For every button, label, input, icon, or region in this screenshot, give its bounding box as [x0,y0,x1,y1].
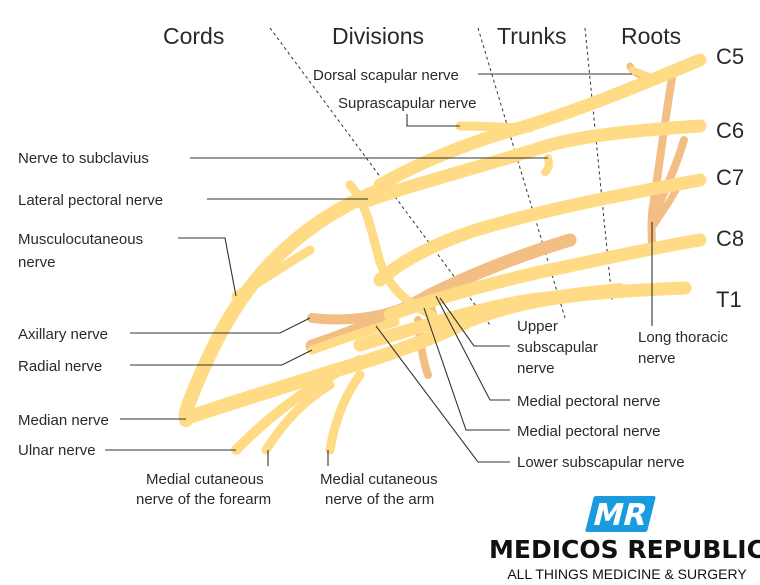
label-upper-subscapular-line2: subscapular [517,339,598,356]
leader-medial-pectoral-b [423,307,510,431]
label-long-thoracic-line1: Long thoracic [638,329,729,346]
label-dorsal-scapular: Dorsal scapular nerve [313,67,459,84]
logo-brand-name: MEDICOS REPUBLIC [489,535,760,564]
med-cut-forearm-branch [261,380,335,455]
leader-medial-pectoral-a [435,295,510,401]
logo-mark-letters: MR [589,498,651,532]
label-radial: Radial nerve [18,358,102,375]
leader-lower-subscapular [375,325,510,463]
divider-cords-divisions [269,27,491,326]
logo-mark-shape [585,496,656,532]
ulnar-branch [231,355,365,455]
label-lateral-pectoral: Lateral pectoral nerve [18,192,163,209]
label-lower-subscapular: Lower subscapular nerve [517,454,685,471]
header-roots: Roots [621,23,681,49]
label-ulnar: Ulnar nerve [18,442,96,459]
lateral-cord [178,183,387,427]
root-label-c7: C7 [716,165,744,190]
label-medial-pectoral-a: Medial pectoral nerve [517,393,660,410]
label-nerve-to-subclavius: Nerve to subclavius [18,150,149,167]
logo-tagline: ALL THINGS MEDICINE & SURGERY [507,566,747,582]
leader-suprascapular [406,114,460,127]
leader-lines [105,73,653,466]
root-label-t1: T1 [716,287,742,312]
radial-branch [307,317,400,355]
subclavius-branch [541,154,553,176]
label-musculocutaneous-line2: nerve [18,254,56,271]
leader-musculocutaneous [178,237,237,297]
musculocutaneous-branch [231,245,315,301]
label-upper-subscapular-line1: Upper [517,318,558,335]
leader-axillary [130,317,311,334]
root-label-c5: C5 [716,44,744,69]
long-thoracic-root-3 [650,186,680,229]
root-label-c8: C8 [716,226,744,251]
label-med-cut-forearm-line2: nerve of the forearm [136,491,271,508]
label-long-thoracic-line2: nerve [638,350,676,367]
leader-upper-subscapular [439,297,510,347]
root-c7 [373,173,707,287]
medial-cord [179,283,627,425]
label-median: Median nerve [18,412,109,429]
label-medial-pectoral-b: Medial pectoral nerve [517,423,660,440]
label-axillary: Axillary nerve [18,326,108,343]
label-med-cut-arm-line2: nerve of the arm [325,491,434,508]
logo-mark: MR [585,496,656,533]
leader-radial [130,349,313,366]
label-med-cut-forearm-line1: Medial cutaneous [146,471,264,488]
label-musculocutaneous-line1: Musculocutaneous [18,231,143,248]
label-upper-subscapular-line3: nerve [517,360,555,377]
root-c8 [383,233,707,322]
header-trunks: Trunks [497,23,566,49]
suprascapular-branch [455,121,535,133]
root-c6 [363,119,707,207]
anterior-nerves [178,53,707,455]
header-divisions: Divisions [332,23,424,49]
root-label-c6: C6 [716,118,744,143]
header-cords: Cords [163,23,224,49]
dorsal-scapular-tip [628,66,652,80]
lateral-pectoral-loop [345,180,437,320]
label-suprascapular: Suprascapular nerve [338,95,476,112]
label-med-cut-arm-line1: Medial cutaneous [320,471,438,488]
med-cut-arm-branch [325,370,365,455]
logo: MR MEDICOS REPUBLIC ALL THINGS MEDICINE … [489,496,760,582]
